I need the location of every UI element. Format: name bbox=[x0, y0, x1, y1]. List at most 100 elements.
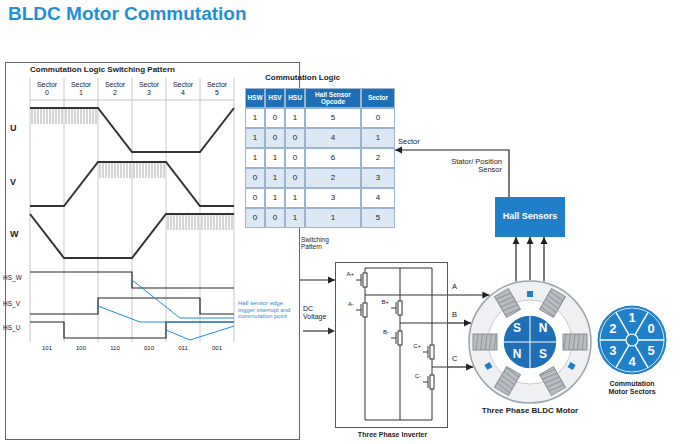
pwm-stroke bbox=[127, 162, 128, 178]
switch-label: C- bbox=[407, 373, 421, 380]
rotor bbox=[503, 315, 557, 369]
annotation-leader bbox=[98, 306, 234, 322]
pwm-stroke bbox=[81, 108, 82, 124]
pwm-stroke bbox=[158, 162, 159, 178]
annotation-leader bbox=[132, 280, 234, 318]
sector-header: Sector 0 bbox=[30, 81, 64, 96]
coil-winding bbox=[578, 334, 580, 350]
table-cell: 1 bbox=[265, 188, 285, 208]
stator-housing bbox=[469, 281, 591, 403]
pwm-stroke bbox=[121, 162, 122, 178]
pwm-stroke bbox=[208, 214, 209, 230]
pwm-stroke bbox=[38, 108, 39, 124]
phase-output bbox=[400, 323, 448, 324]
inverter-box: Three Phase Inverter bbox=[335, 262, 448, 428]
pwm-stroke bbox=[118, 162, 119, 178]
signal-name: HS_U bbox=[3, 324, 20, 331]
table-cell: 3 bbox=[305, 188, 361, 208]
magnet-pole: S bbox=[535, 348, 551, 362]
pwm-stroke bbox=[50, 108, 51, 124]
pwm-stroke bbox=[137, 162, 138, 178]
coil-winding bbox=[569, 334, 571, 350]
connector-arrow bbox=[448, 294, 490, 295]
inverter-caption: Three Phase Inverter bbox=[336, 431, 449, 439]
header-rule bbox=[30, 100, 234, 101]
pwm-stroke bbox=[72, 108, 73, 124]
phase-voltage-wave bbox=[30, 108, 234, 152]
gate-lead bbox=[356, 310, 361, 311]
coil-winding bbox=[501, 299, 516, 309]
sector-gridline bbox=[166, 78, 167, 342]
connector-label: Switching Pattern bbox=[301, 236, 334, 250]
sector-number: 3 bbox=[607, 344, 619, 358]
table-cell: 1 bbox=[285, 108, 305, 128]
hall-sensor-chip bbox=[527, 291, 533, 297]
arrow-head bbox=[328, 328, 335, 335]
coil-winding bbox=[496, 291, 511, 301]
hall-code: 001 bbox=[200, 345, 234, 352]
mosfet-channel bbox=[430, 375, 434, 389]
coil-winding bbox=[542, 303, 557, 313]
page-title: BLDC Motor Commutation bbox=[8, 4, 247, 25]
phase-output bbox=[365, 295, 448, 296]
coil-winding bbox=[503, 303, 518, 313]
sector-header: Sector 3 bbox=[132, 81, 166, 96]
magnet-pole: N bbox=[535, 322, 551, 336]
sector-header: Sector 2 bbox=[98, 81, 132, 96]
air-gap bbox=[488, 300, 572, 384]
pwm-stroke bbox=[53, 108, 54, 124]
stator-coil bbox=[473, 334, 497, 350]
table-cell: 1 bbox=[285, 208, 305, 228]
sector-gridline bbox=[132, 78, 133, 342]
pwm-stroke bbox=[226, 214, 227, 230]
table-cell: 0 bbox=[265, 128, 285, 148]
table-cell: 1 bbox=[265, 148, 285, 168]
sector-number: 5 bbox=[645, 344, 657, 358]
switch-label: B+ bbox=[375, 299, 389, 306]
table-title: Commutation Logic bbox=[265, 74, 340, 83]
table-cell: 0 bbox=[361, 108, 395, 128]
coil-winding bbox=[549, 291, 564, 301]
pwm-stroke bbox=[220, 214, 221, 230]
pwm-stroke bbox=[134, 162, 135, 178]
pwm-stroke bbox=[35, 108, 36, 124]
table-cell: 0 bbox=[285, 128, 305, 148]
phase-leg bbox=[365, 268, 366, 420]
coil-winding bbox=[545, 299, 560, 309]
table-cell: 1 bbox=[285, 188, 305, 208]
sector-number: 0 bbox=[645, 322, 657, 336]
coil-winding bbox=[498, 379, 513, 389]
pole-divider bbox=[530, 315, 531, 369]
phase-leg bbox=[432, 268, 433, 420]
hall-code: 010 bbox=[132, 345, 166, 352]
pwm-stroke bbox=[115, 162, 116, 178]
pwm-stroke bbox=[32, 108, 33, 124]
sector-gridline bbox=[64, 78, 65, 342]
table-cell: 0 bbox=[245, 208, 265, 228]
pwm-stroke bbox=[124, 162, 125, 178]
pwm-stroke bbox=[164, 162, 165, 178]
coil-winding bbox=[496, 383, 511, 393]
mosfet-channel bbox=[430, 345, 434, 359]
sector-divider bbox=[635, 312, 648, 335]
table-header: Hall Sensor Opcode bbox=[305, 88, 361, 108]
table-cell: 0 bbox=[265, 108, 285, 128]
annotation-leader bbox=[166, 326, 234, 340]
coil-winding bbox=[485, 334, 487, 350]
motor-node: Three Phase BLDC Motor bbox=[468, 280, 592, 404]
coil-winding bbox=[549, 383, 564, 393]
gate-lead bbox=[391, 338, 396, 339]
mosfet-channel bbox=[363, 273, 367, 287]
connector-label: Sector bbox=[398, 138, 420, 146]
pwm-stroke bbox=[189, 214, 190, 230]
table-cell: 0 bbox=[285, 168, 305, 188]
pwm-stroke bbox=[106, 162, 107, 178]
connector-label: B bbox=[452, 311, 457, 319]
coil-winding bbox=[476, 334, 478, 350]
connector-arrow bbox=[515, 237, 516, 282]
table-cell: 1 bbox=[305, 208, 361, 228]
pwm-stroke bbox=[155, 162, 156, 178]
coil-winding bbox=[481, 334, 483, 350]
gate-lead bbox=[356, 280, 361, 281]
